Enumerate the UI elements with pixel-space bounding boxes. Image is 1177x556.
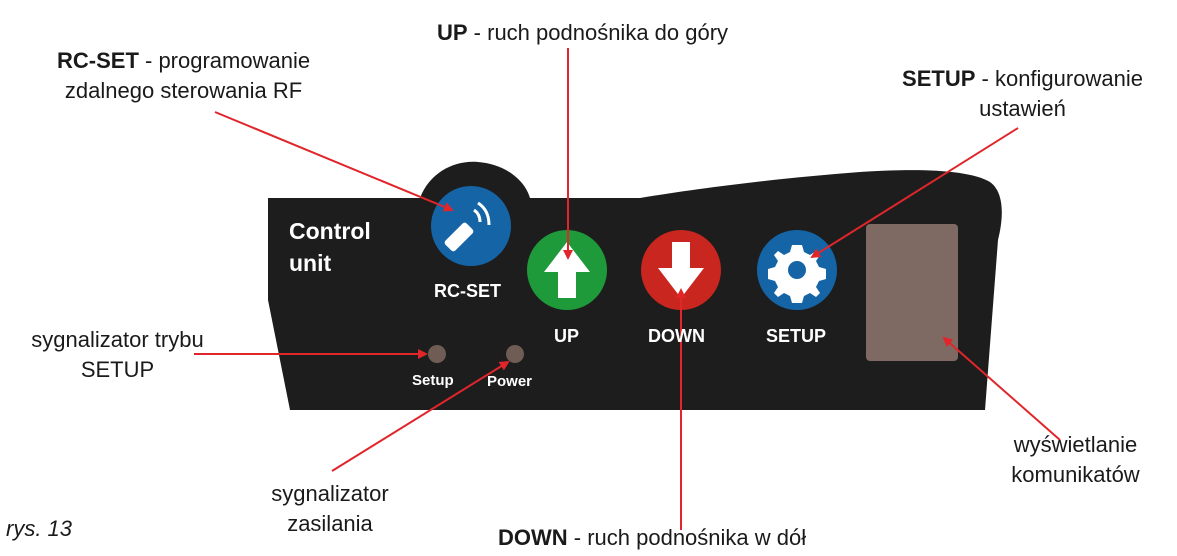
callout-setup-led: sygnalizator trybu SETUP [5,325,230,385]
callout-arrow-rcset [214,111,454,212]
panel-title-line2: unit [289,250,332,276]
up-button[interactable] [527,230,607,310]
callout-setup-bold: SETUP [902,66,976,91]
callout-down-bold: DOWN [498,525,568,550]
callout-display: wyświetlanie komunikatów [983,430,1168,490]
remote-icon [444,201,491,252]
callout-setup-led-line1: sygnalizator trybu [31,327,204,352]
callout-power-led: sygnalizator zasilania [240,479,420,539]
callout-rcset-bold: RC-SET [57,48,139,73]
message-display [866,224,958,361]
down-button[interactable] [641,230,721,310]
rc-set-button[interactable] [431,186,511,266]
callout-setup-line2: ustawień [979,96,1066,121]
gear-icon [768,245,826,303]
callout-setup: SETUP - konfigurowanie ustawień [880,64,1165,124]
power-led [506,345,524,363]
callout-display-line2: komunikatów [1011,462,1140,487]
callout-arrow-display [942,336,1061,441]
callout-arrow-power-led [331,360,510,472]
panel-title-line1: Control [289,218,371,244]
figure-caption: rys. 13 [6,516,73,541]
callout-up-text: - ruch podnośnika do góry [467,20,729,45]
up-label: UP [554,326,580,346]
power-led-label: Power [487,373,533,390]
callout-setup-led-line2: SETUP [80,357,155,382]
setup-led [428,345,446,363]
arrow-up-icon [544,242,590,298]
callout-up-bold: UP [437,20,468,45]
setup-label: SETUP [766,326,827,346]
callout-up: UP - ruch podnośnika do góry [437,18,728,48]
arrow-down-icon [658,242,704,298]
callout-down-text: - ruch podnośnika w dół [567,525,807,550]
callout-power-led-line1: sygnalizator [271,481,389,506]
callout-display-line1: wyświetlanie [1013,432,1138,457]
callout-down: DOWN - ruch podnośnika w dół [498,523,806,553]
callout-rcset-text: - programowanie [138,48,311,73]
down-label: DOWN [648,326,705,346]
setup-led-label: Setup [412,372,454,389]
callout-power-led-line2: zasilania [287,511,373,536]
setup-button[interactable] [757,230,837,310]
callout-rcset: RC-SET - programowanie zdalnego sterowan… [57,46,310,106]
callout-arrow-setup [810,127,1019,259]
rc-set-label: RC-SET [434,281,501,301]
callout-rcset-line2: zdalnego sterowania RF [64,78,303,103]
callout-setup-text: - konfigurowanie [975,66,1143,91]
